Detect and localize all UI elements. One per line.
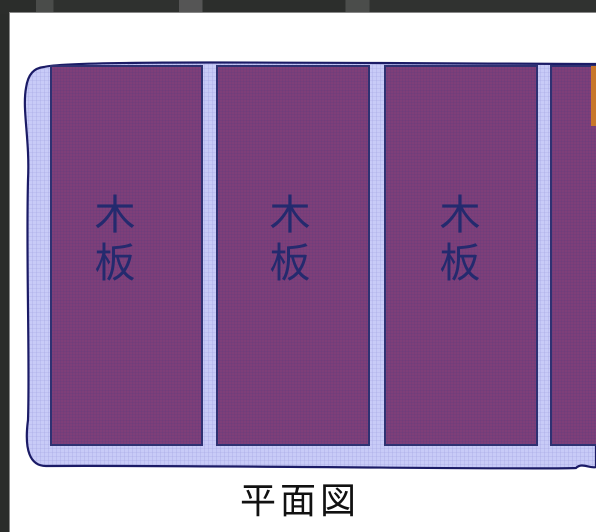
wood-board-1	[50, 65, 203, 446]
board-edge-accent	[591, 66, 596, 126]
board-3-label-bottom: 板	[440, 239, 481, 287]
window-background-strip	[0, 0, 596, 14]
wood-board-3	[384, 65, 538, 446]
board-2-label-bottom: 板	[270, 239, 311, 287]
wood-board-4-partial	[550, 65, 596, 446]
window-left-edge	[0, 14, 9, 532]
board-1-label-bottom: 板	[95, 239, 136, 287]
diagram-caption: 平面図	[240, 481, 360, 522]
board-1-label-top: 木	[95, 191, 136, 239]
wood-board-2	[216, 65, 370, 446]
board-2-label-top: 木	[270, 191, 311, 239]
board-3-label-top: 木	[440, 191, 481, 239]
